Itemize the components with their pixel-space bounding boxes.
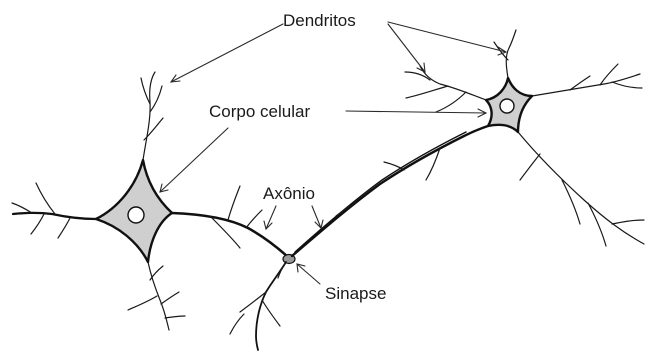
dendrites-label: Dendritos [283,11,356,30]
axon [292,126,488,256]
axon-label: Axônio [263,184,315,203]
right-neuron [405,30,644,246]
post-synaptic-branch [230,262,286,350]
right-neuron-dendrites [405,30,644,246]
synapse-label: Sinapse [325,284,386,303]
left-nucleus [128,207,144,223]
right-nucleus [500,99,514,113]
axon-pointers [264,206,323,229]
synapse-pointer [297,264,320,284]
dendrites-pointers [171,22,506,82]
cell-body-label: Corpo celular [209,102,310,121]
